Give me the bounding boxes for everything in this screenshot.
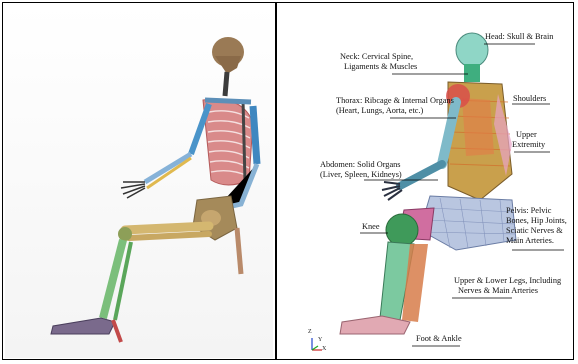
clavicle [205,100,251,102]
right-humerus [253,106,257,164]
leader-lines [280,4,572,358]
panel-divider [275,2,277,360]
spine [243,100,245,182]
femur [125,226,209,230]
knee [118,227,132,241]
axis-y-label: Y [318,337,322,343]
skeleton-model-panel [5,4,273,358]
cervical-spine [225,72,227,96]
fe-model-panel: Head: Skull & Brain Neck: Cervical Spine… [280,4,572,358]
skeleton-illustration [5,4,273,358]
axis-x-label: X [322,346,326,352]
axis-z-label: Z [308,329,312,335]
